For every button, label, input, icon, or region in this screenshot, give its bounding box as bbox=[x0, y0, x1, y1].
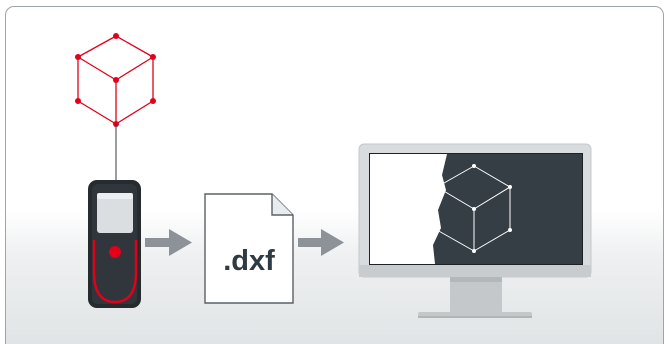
dxf-file-icon: .dxf bbox=[204, 193, 294, 304]
right-arrow-icon bbox=[145, 229, 192, 256]
monitor-screen bbox=[370, 154, 582, 264]
file-extension-label: .dxf bbox=[223, 245, 275, 277]
laser-distance-meter-icon bbox=[88, 180, 141, 308]
wireframe-cube-icon bbox=[75, 33, 156, 127]
screen-cube-icon bbox=[435, 164, 512, 253]
desktop-monitor-icon bbox=[358, 143, 592, 318]
right-arrow-icon bbox=[298, 229, 344, 256]
